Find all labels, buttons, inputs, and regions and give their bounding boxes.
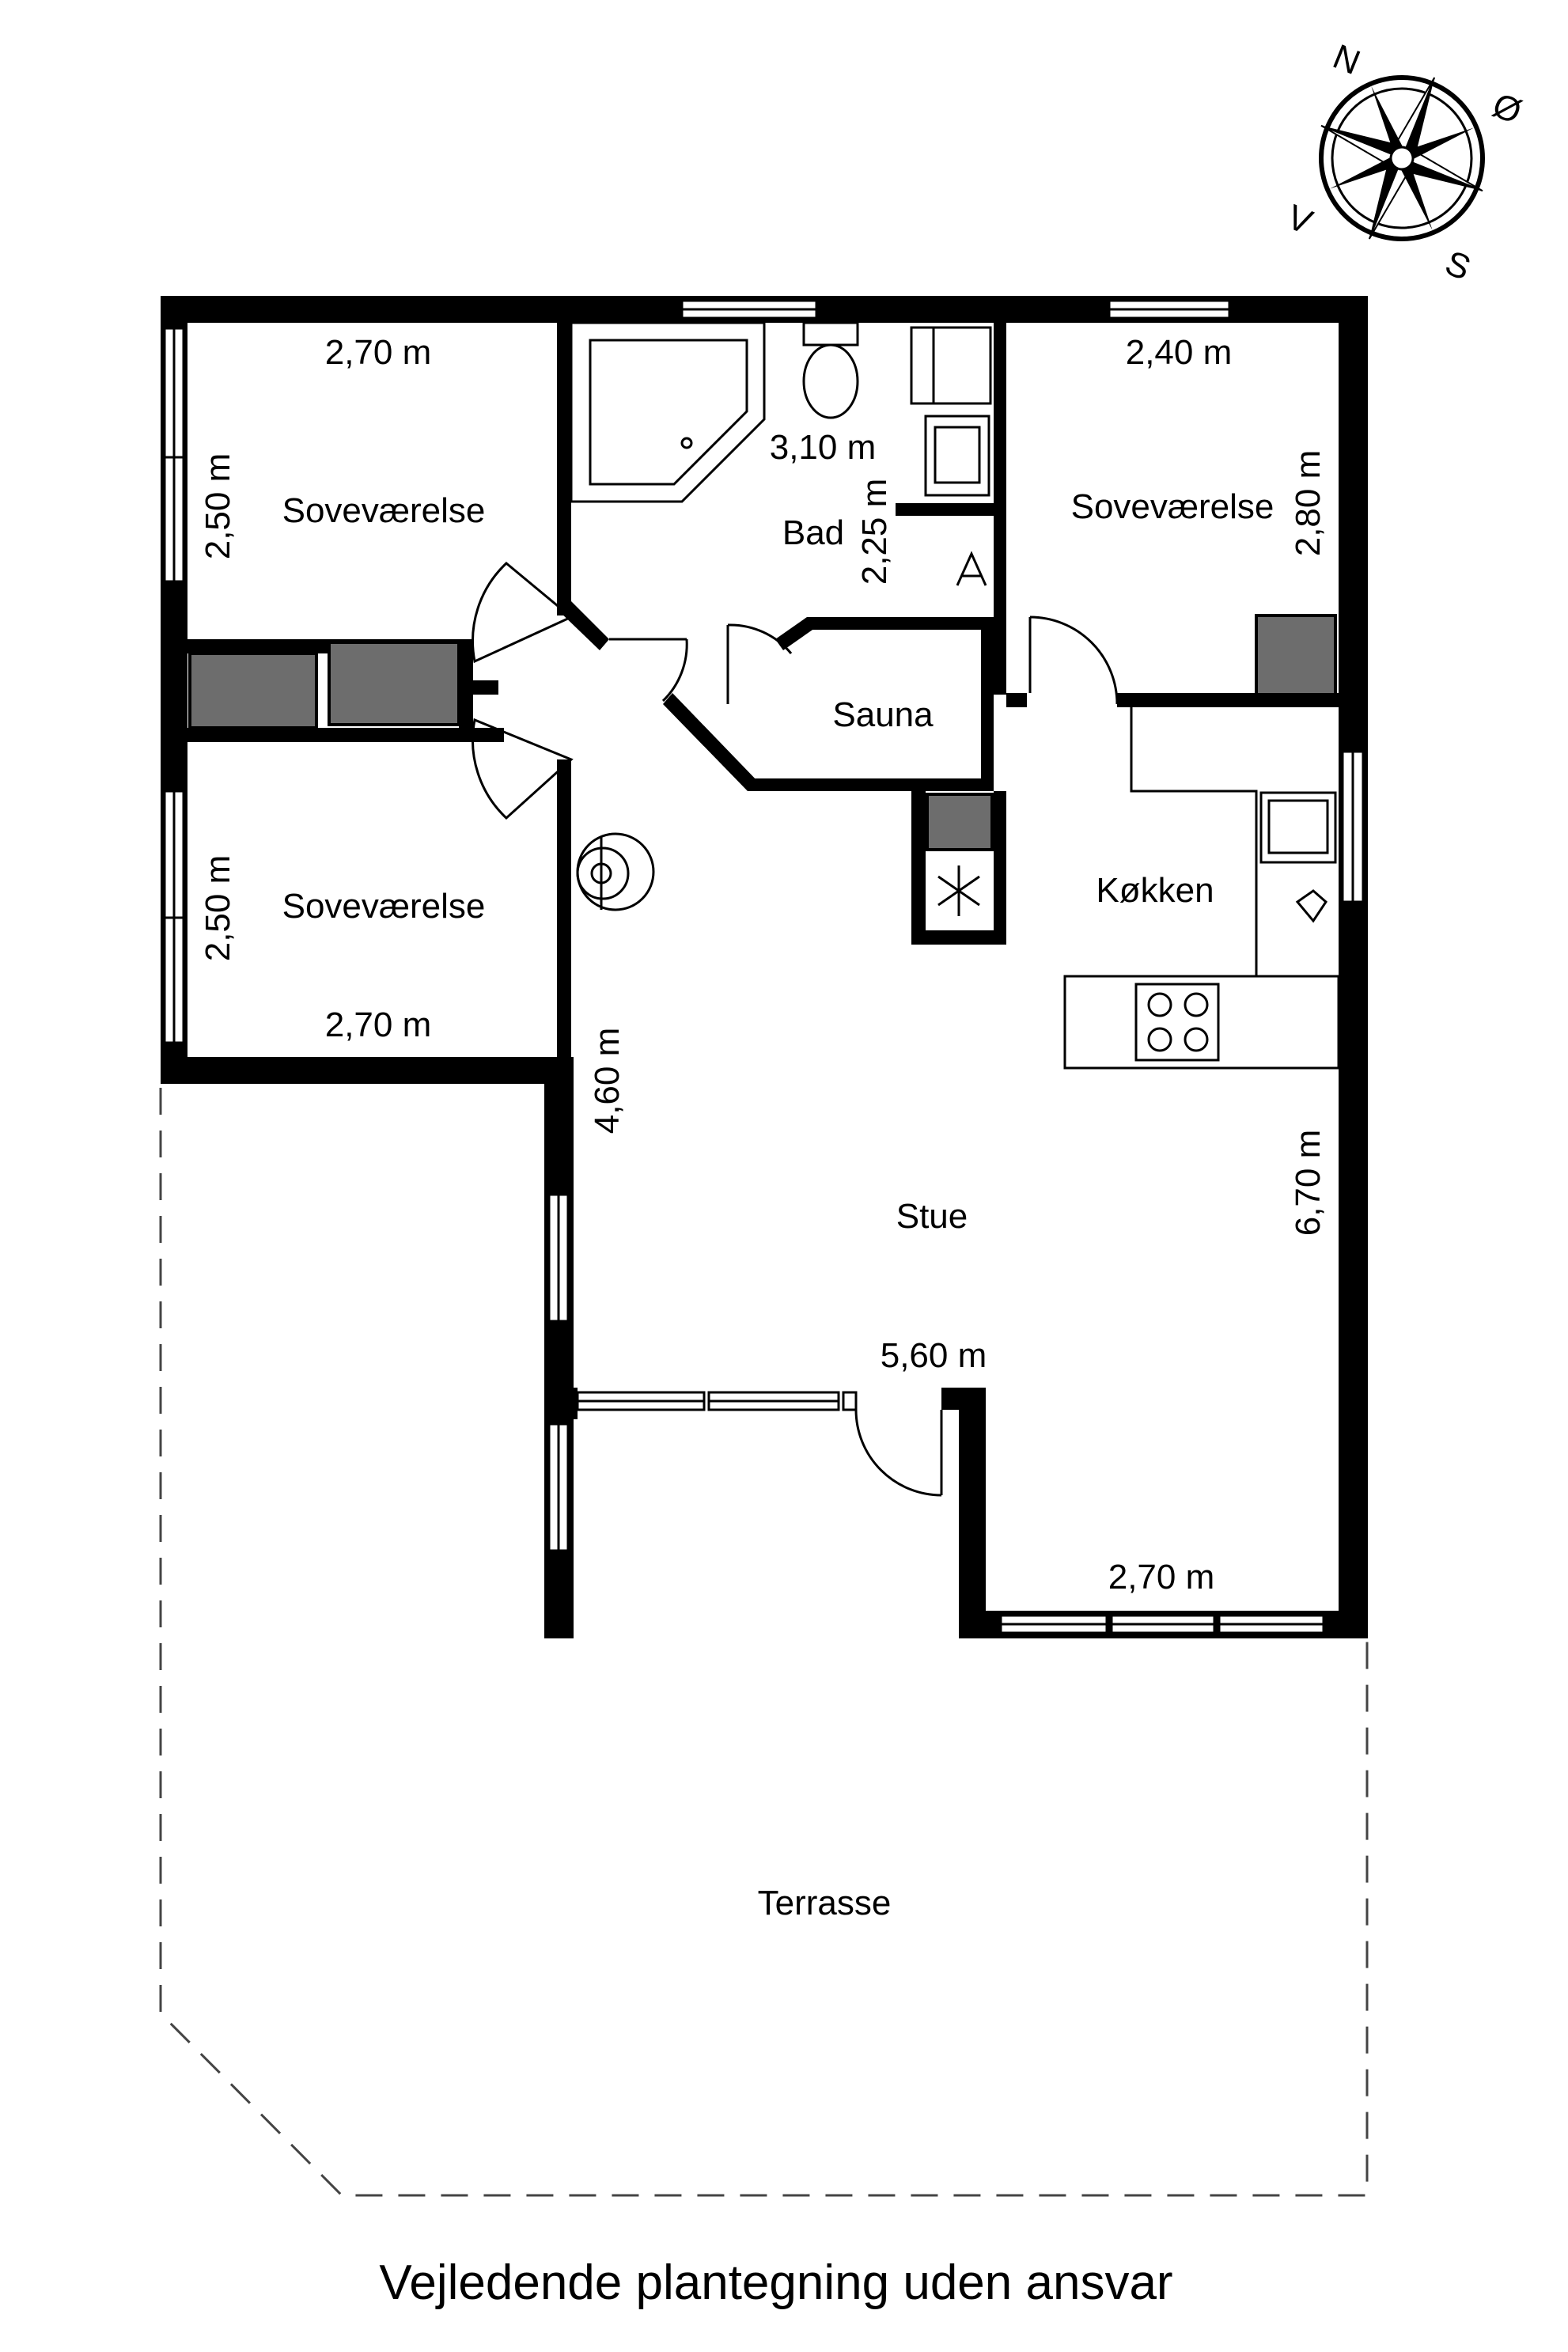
compass-north: N (1327, 37, 1365, 82)
dim-living-depth-right: 6,70 m (1289, 1130, 1327, 1237)
doors (472, 561, 1119, 1497)
compass-icon (1319, 74, 1485, 241)
dim-bedroom-2-depth: 2,50 m (199, 855, 237, 962)
terrace-outline (159, 1088, 1369, 2197)
room-labels: Soveværelse Soveværelse Soveværelse Bad … (282, 487, 1274, 1922)
room-label-living-room: Stue (896, 1197, 968, 1236)
compass-west: V (1282, 198, 1318, 243)
disclaimer-text: Vejledende plantegning uden ansvar (379, 2255, 1172, 2310)
dim-bedroom-1-width: 2,70 m (325, 333, 432, 372)
dim-living-width: 5,60 m (881, 1336, 987, 1375)
dimension-labels: 2,70 m 2,50 m 2,50 m 2,70 m 3,10 m 2,25 … (199, 333, 1327, 1596)
dim-bedroom-1-depth: 2,50 m (199, 453, 237, 560)
kitchen-fixtures (937, 707, 1340, 1070)
windows (163, 299, 1365, 1634)
dim-bathroom-width: 3,10 m (770, 428, 877, 467)
snowflake-icon (937, 865, 980, 916)
dim-bedroom-3-width: 2,40 m (1126, 333, 1233, 372)
dim-bathroom-depth: 2,25 m (855, 479, 894, 585)
stove-icon (576, 832, 655, 911)
dim-bedroom-3-depth: 2,80 m (1289, 450, 1327, 557)
dim-living-bay-width: 2,70 m (1108, 1558, 1215, 1596)
dim-bedroom-2-width: 2,70 m (325, 1006, 432, 1044)
room-label-bedroom-1: Soveværelse (282, 491, 486, 530)
dim-living-depth-left: 4,60 m (588, 1028, 627, 1134)
room-label-bathroom: Bad (782, 513, 844, 552)
room-label-kitchen: Køkken (1096, 871, 1214, 910)
room-label-sauna: Sauna (832, 695, 934, 734)
compass-east: Ø (1487, 85, 1527, 131)
closets (188, 614, 1337, 851)
room-label-bedroom-3: Soveværelse (1071, 487, 1274, 526)
compass-south: S (1440, 244, 1476, 288)
interior-walls (187, 323, 1339, 1057)
room-label-bedroom-2: Soveværelse (282, 887, 486, 926)
room-label-terrace: Terrasse (758, 1884, 892, 1922)
bath-fixtures (570, 321, 992, 586)
